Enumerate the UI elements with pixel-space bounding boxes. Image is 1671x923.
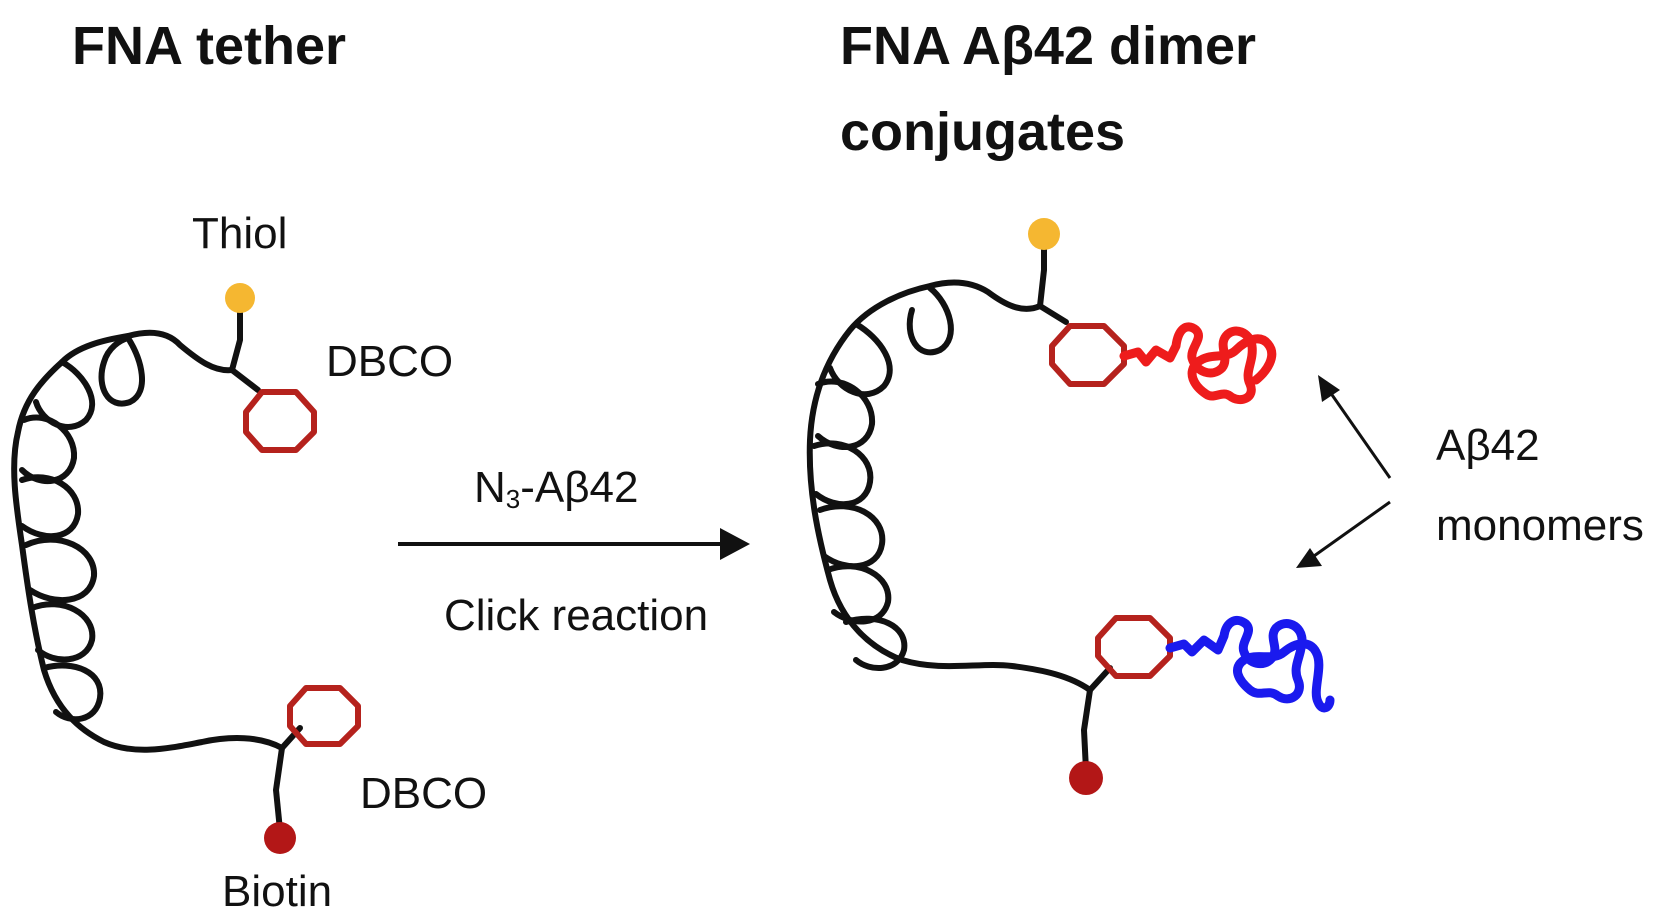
abeta42-monomer-top [1119,322,1277,404]
abeta42-monomer-bottom [1165,616,1335,713]
reagent-subscript: 3 [505,484,521,514]
dbco-linker-top-right [1037,303,1069,325]
strand-loop [817,503,886,570]
strand-loop [843,615,908,672]
pointer-arrow-top [1318,375,1392,479]
strand-loop [19,474,82,540]
dbco-ring-top-left [243,389,317,453]
dbco-linker-bottom-right [1087,665,1113,693]
thiol-dot-right [1028,218,1060,250]
dbco-linker-top-left [229,367,261,393]
biotin-dot-left [264,822,296,854]
strand-loop [19,414,78,485]
biotin-label: Biotin [222,867,333,916]
dbco-ring-bottom-right [1095,615,1173,679]
conjugates-title-line2: conjugates [840,102,1126,162]
dbco-label-bottom: DBCO [360,769,488,818]
fna-conjugate-right [806,237,1113,773]
thiol-label: Thiol [192,209,288,258]
dbco-ring-top-right [1049,323,1127,387]
dbco-ring-bottom-left [287,685,361,747]
biotin-linker-left [273,745,285,833]
strand-loop [23,536,98,604]
monomers-label-line2: monomers [1436,501,1644,550]
strand-loop [906,285,954,356]
dbco-label-top: DBCO [326,337,454,386]
reagent-label: N3-Aβ42 [474,462,639,525]
strand-loop [29,601,96,663]
reagent-rest: -Aβ42 [520,463,639,512]
strand-loop [41,662,104,723]
nucleic-acid-strand-right [806,279,1093,693]
fna-tether-left [11,302,303,833]
pointer-arrow-bottom [1296,500,1391,568]
thiol-dot-left [225,283,255,313]
biotin-linker-right [1081,687,1093,773]
nucleic-acid-strand-left [11,329,285,753]
strand-loop [811,440,874,508]
fna-tether-title: FNA tether [72,16,347,76]
monomers-label-line1: Aβ42 [1436,421,1540,470]
reaction-arrow [398,528,750,560]
biotin-dot-right [1069,761,1103,795]
reagent-main: N [474,463,506,512]
strand-loop [98,335,145,407]
conjugates-title-line1: FNA Aβ42 dimer [840,16,1257,76]
thiol-linker-left [229,302,243,373]
click-reaction-label: Click reaction [444,591,709,640]
